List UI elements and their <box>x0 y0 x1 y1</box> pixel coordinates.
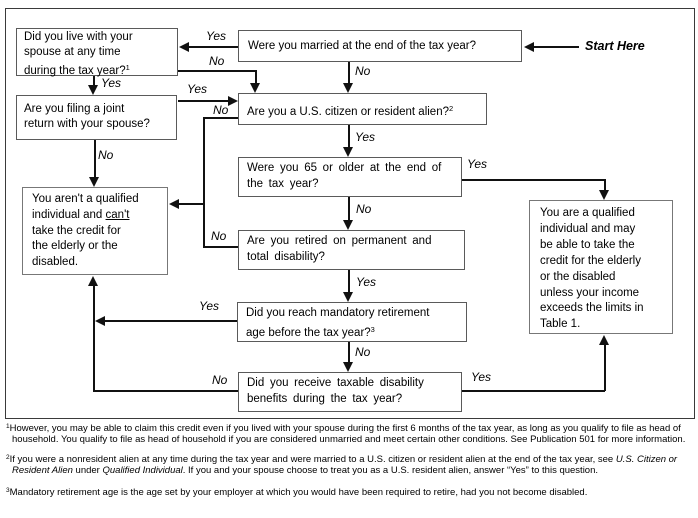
arrow-into-qualified-bottom <box>599 335 609 345</box>
footnote-2-text-before: If you were a nonresident alien at any t… <box>9 453 616 465</box>
box-not-qualified-post: take the credit for the elderly or the d… <box>32 224 121 269</box>
line-retired-no-h <box>203 246 238 248</box>
box-joint-return: Are you filing a joint return with your … <box>16 95 177 140</box>
arrow-into-married <box>524 42 534 52</box>
line-retired-yes <box>348 270 350 293</box>
label-taxable-no: No <box>212 373 228 387</box>
footnote-2-text-after: . If you and your spouse choose to treat… <box>182 465 599 477</box>
label-citizen-yes: Yes <box>355 130 376 144</box>
arrow-into-retired <box>343 220 353 230</box>
arrow-into-lived <box>179 42 189 52</box>
line-65-yes-v <box>604 179 606 191</box>
line-citizen-yes <box>348 125 350 148</box>
box-lived-with-spouse: Did you live with your spouse at any tim… <box>16 28 178 78</box>
label-retired-yes: Yes <box>356 275 377 289</box>
label-joint-yes: Yes <box>187 82 208 96</box>
box-not-qualified-cant: can't <box>105 208 130 221</box>
line-joint-yes <box>178 100 228 102</box>
line-married-no <box>348 62 350 84</box>
box-qualified: You are a qualified individual and may b… <box>529 200 673 334</box>
flowchart-border <box>5 8 695 419</box>
box-citizen: Are you a U.S. citizen or resident alien… <box>238 93 487 125</box>
footnote-2-text-mid: under <box>72 465 103 477</box>
box-not-qualified-pre: You aren't a qualified individual and <box>32 193 139 221</box>
arrow-into-joint <box>88 85 98 95</box>
line-into-not-qualified <box>177 203 204 205</box>
line-left-rail <box>93 285 95 391</box>
arrow-into-not-qualified-top <box>89 177 99 187</box>
label-65-no: No <box>356 202 372 216</box>
arrow-into-mandatory <box>343 292 353 302</box>
line-joint-no <box>94 140 96 178</box>
footnote-3-marker: 3 <box>6 486 10 494</box>
line-mandatory-yes <box>103 320 237 322</box>
box-mandatory-age-text: Did you reach mandatory retirement age b… <box>246 307 430 339</box>
arrow-into-65 <box>343 147 353 157</box>
box-not-qualified: You aren't a qualified individual and ca… <box>22 187 168 275</box>
line-taxable-yes <box>462 390 605 392</box>
line-lived-no-v <box>255 70 257 84</box>
line-65-no <box>348 197 350 221</box>
arrow-married-no-into-citizen <box>343 83 353 93</box>
footnote-2-italic-2: Qualified Individual <box>102 465 183 477</box>
footnote-1-marker: 1 <box>6 423 10 430</box>
footnotes: 1However, you may be able to claim this … <box>6 421 696 504</box>
arrow-lived-no-into-citizen <box>250 83 260 93</box>
label-retired-no: No <box>211 229 227 243</box>
footnote-3-text: Mandatory retirement age is the age set … <box>9 486 588 498</box>
box-taxable-benefits: Did you receive taxable disability benef… <box>238 372 462 412</box>
line-mandatory-no <box>348 342 350 363</box>
footnote-1: 1However, you may be able to claim this … <box>6 421 696 446</box>
label-married-yes: Yes <box>206 29 227 43</box>
footnote-ref-1: 1 <box>125 63 130 73</box>
footnote-3: 3Mandatory retirement age is the age set… <box>6 485 696 498</box>
label-joint-no: No <box>98 148 114 162</box>
line-citizen-no-h <box>203 117 238 119</box>
box-married: Were you married at the end of the tax y… <box>238 30 522 62</box>
arrow-into-not-qualified-bottom <box>88 276 98 286</box>
line-married-yes <box>187 46 238 48</box>
footnote-ref-2: 2 <box>449 104 454 113</box>
footnote-ref-3: 3 <box>370 324 375 334</box>
label-taxable-yes: Yes <box>471 370 492 384</box>
footnote-2: 2If you were a nonresident alien at any … <box>6 452 696 477</box>
arrow-into-taxable <box>343 362 353 372</box>
line-left-mid-rail <box>203 117 205 247</box>
box-citizen-text: Are you a U.S. citizen or resident alien… <box>247 106 449 118</box>
label-citizen-no: No <box>213 103 229 117</box>
line-lived-no-h <box>178 70 256 72</box>
label-mandatory-no: No <box>355 345 371 359</box>
box-retired-disability: Are you retired on permanent and total d… <box>238 230 465 270</box>
label-mandatory-yes: Yes <box>199 299 220 313</box>
start-here-label: Start Here <box>585 39 645 53</box>
arrow-into-not-qualified-right <box>169 199 179 209</box>
line-start <box>534 46 579 48</box>
line-lived-yes <box>93 76 95 86</box>
box-mandatory-age: Did you reach mandatory retirement age b… <box>237 302 467 342</box>
line-taxable-no <box>93 390 238 392</box>
footnote-1-text: However, you may be able to claim this c… <box>9 423 686 446</box>
box-lived-with-spouse-text: Did you live with your spouse at any tim… <box>24 31 133 78</box>
footnote-2-italic-1: U.S. Citizen or Resident Alien <box>12 453 678 477</box>
label-65-yes: Yes <box>467 157 488 171</box>
footnote-2-marker: 2 <box>6 453 10 461</box>
arrow-into-citizen-left <box>228 96 238 106</box>
arrow-mandatory-yes <box>95 316 105 326</box>
label-lived-no: No <box>209 54 225 68</box>
arrow-into-qualified-top <box>599 190 609 200</box>
box-age-65: Were you 65 or older at the end of the t… <box>238 157 462 197</box>
line-right-rail <box>604 344 606 391</box>
label-married-no: No <box>355 64 371 78</box>
label-lived-yes: Yes <box>101 76 122 90</box>
line-65-yes-h <box>462 179 605 181</box>
